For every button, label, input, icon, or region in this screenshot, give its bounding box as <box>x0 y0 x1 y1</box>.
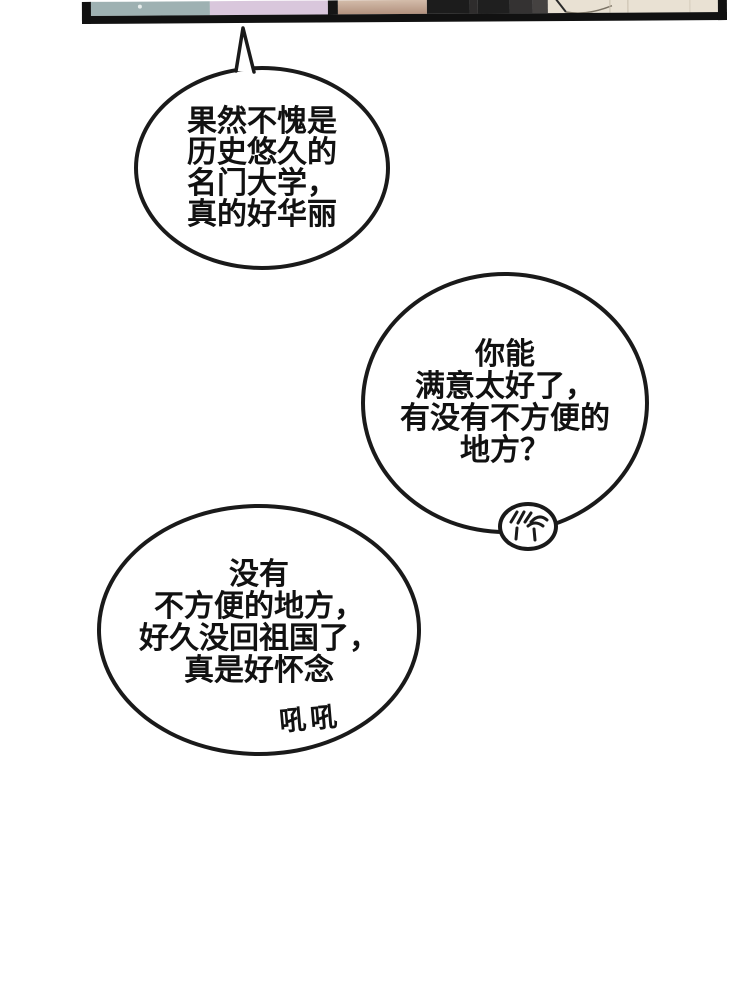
sfx-hand-drawn-text: 吼吼 <box>278 701 343 738</box>
bubble-3-text: 没有 不方便的地方， 好久没回祖国了， 真是好怀念 <box>139 559 379 687</box>
bubble-text-line: 你能 <box>475 337 535 372</box>
bubble-text-line: 没有 <box>229 557 289 592</box>
bubble-text-line: 有没有不方便的 <box>400 401 610 436</box>
bubble-2-text: 你能 满意太好了， 有没有不方便的 地方？ <box>400 339 610 467</box>
bubble-text-line: 真的好华丽 <box>187 197 337 232</box>
speech-bubble-2: 你能 满意太好了， 有没有不方便的 地方？ <box>361 272 649 534</box>
scribble-face-bubble <box>498 502 558 551</box>
bubble-text-line: 不方便的地方， <box>154 589 364 624</box>
panel-left-border <box>81 1 92 24</box>
bubble-text-line: 满意太好了， <box>415 369 595 404</box>
bubble-1-text: 果然不愧是 历史悠久的 名门大学， 真的好华丽 <box>187 106 337 230</box>
bubble-text-line: 真是好怀念 <box>184 653 334 688</box>
speech-bubble-3: 没有 不方便的地方， 好久没回祖国了， 真是好怀念 <box>97 504 421 756</box>
bubble-text-line: 名门大学， <box>187 166 337 201</box>
speech-bubble-1: 果然不愧是 历史悠久的 名门大学， 真的好华丽 <box>134 66 390 270</box>
scribble-face-icon <box>509 510 549 542</box>
bubble-text-line: 历史悠久的 <box>187 135 337 170</box>
bubble-text-line: 果然不愧是 <box>187 104 337 139</box>
bubble-text-line: 地方？ <box>460 433 550 468</box>
previous-panel-strip <box>81 0 727 24</box>
bubble-text-line: 好久没回祖国了， <box>139 621 379 656</box>
bubble-1-tail <box>234 26 256 74</box>
panel-right-border <box>717 0 727 21</box>
